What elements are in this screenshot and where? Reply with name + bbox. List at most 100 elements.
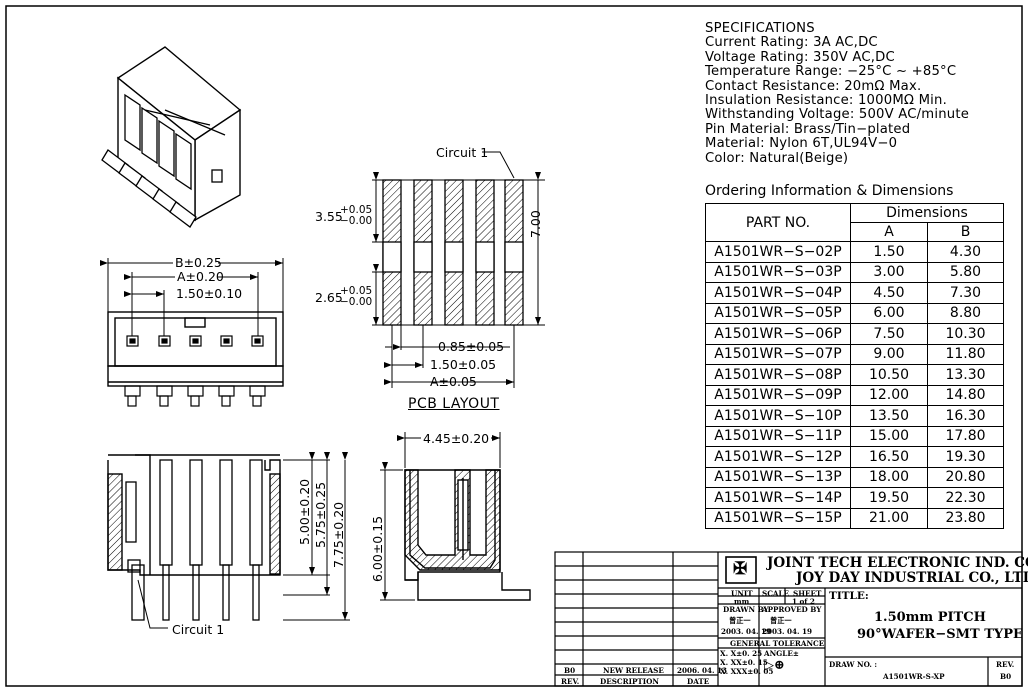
company-name-1: JOINT TECH ELECTRONIC IND. CO., LTD. <box>767 555 1028 571</box>
dim-pad-width-label: 0.85±0.05 <box>438 339 505 354</box>
dim-a-cell: 15.00 <box>850 425 928 447</box>
dim-a-cell: 13.50 <box>850 405 928 427</box>
angle-label: ANGLE± <box>764 649 799 658</box>
spec-line: Pin Material: Brass/Tin−plated <box>705 121 911 137</box>
dim-b-cell: 8.80 <box>927 302 1004 324</box>
col-rev-header: REV. <box>561 677 580 686</box>
front-view-labels <box>173 255 218 284</box>
tolerance-1: X. X±0. 25 <box>720 649 763 658</box>
isometric-view <box>101 46 242 228</box>
dim-a-cell: 9.00 <box>850 343 928 365</box>
dim-a-cell: 16.50 <box>850 446 928 468</box>
sheet-value: 1 of 2 <box>792 597 815 606</box>
general-tolerance-label: GENERAL TOLERANCE <box>730 639 825 648</box>
spec-line: Voltage Rating: 350V AC,DC <box>705 49 895 65</box>
dim-pad-top-minus: −0.00 <box>340 215 373 227</box>
dim-b-cell: 20.80 <box>927 466 1004 488</box>
dim-b-cell: 13.30 <box>927 364 1004 386</box>
part-number-cell: A1501WR−S−11P <box>705 425 851 447</box>
unit-value: mm <box>734 597 750 606</box>
drawn-by-name: 曾正一 <box>729 616 751 625</box>
rev-row-rev: B0 <box>564 666 576 675</box>
sheet-border <box>5 5 1023 687</box>
spec-line: Temperature Range: −25°C ~ +85°C <box>705 64 957 80</box>
drawing-number-label: DRAW NO. : <box>829 660 878 669</box>
approved-date: 2003. 04. 19 <box>762 627 813 636</box>
revision-label: REV. <box>996 660 1015 669</box>
dim-b-cell: 19.30 <box>927 446 1004 468</box>
dim-b-cell: 11.80 <box>927 343 1004 365</box>
dim-h575-label: 5.75±0.25 <box>313 481 328 548</box>
spec-line: Insulation Resistance: 1000MΩ Min. <box>705 93 947 109</box>
part-number-cell: A1501WR−S−05P <box>705 302 851 324</box>
col-date-header: DATE <box>687 677 710 686</box>
spec-line: Contact Resistance: 20mΩ Max. <box>705 78 922 94</box>
company-logo-icon: ✠ <box>733 559 748 579</box>
ordering-title: Ordering Information & Dimensions <box>705 183 954 199</box>
part-number-cell: A1501WR−S−03P <box>705 261 851 283</box>
dim-a-front-label: A±0.20 <box>177 269 224 284</box>
dim-a-cell: 7.50 <box>850 323 928 345</box>
pcb-layout <box>372 151 545 388</box>
dim-a-cell: 10.50 <box>850 364 928 386</box>
rev-row-description: NEW RELEASE <box>603 666 664 675</box>
circuit1-top-label: Circuit 1 <box>436 145 489 160</box>
dim-b-cell: 16.30 <box>927 405 1004 427</box>
dim-pad-a-label: A±0.05 <box>430 374 477 389</box>
title-block-grid <box>554 551 1023 687</box>
dim-a-cell: 6.00 <box>850 302 928 324</box>
section-view <box>107 452 350 629</box>
col-description-header: DESCRIPTION <box>600 677 659 686</box>
tolerance-3: X. XXX±0. 05 <box>720 667 774 676</box>
dim-b-cell: 17.80 <box>927 425 1004 447</box>
dim-a-cell: 3.00 <box>850 261 928 283</box>
dim-a-cell: 12.00 <box>850 384 928 406</box>
dim-a-cell: 4.50 <box>850 282 928 304</box>
scale-label: SCALE <box>762 589 790 598</box>
tolerance-2: X. XX±0. 15 <box>720 658 768 667</box>
spec-title: SPECIFICATIONS <box>705 21 815 36</box>
title-line-2: 90°WAFER−SMT TYPE <box>857 627 1023 642</box>
dim-side-width-label: 4.45±0.20 <box>421 431 492 446</box>
part-number-cell: A1501WR−S−07P <box>705 343 851 365</box>
part-number-cell: A1501WR−S−10P <box>705 405 851 427</box>
spec-line: Current Rating: 3A AC,DC <box>705 35 878 51</box>
dim-b-cell: 23.80 <box>927 507 1004 529</box>
dim-pad-bottom-minus: −0.00 <box>340 296 373 308</box>
pcb-layout-title: PCB LAYOUT <box>408 396 500 412</box>
header-dimensions: Dimensions <box>850 203 1004 223</box>
rev-row-date: 2006. 04. 13 <box>677 666 728 675</box>
header-a: A <box>850 222 928 242</box>
dim-h775-label: 7.75±0.20 <box>331 501 346 568</box>
part-number-cell: A1501WR−S−12P <box>705 446 851 468</box>
dim-a-cell: 21.00 <box>850 507 928 529</box>
part-number-cell: A1501WR−S−02P <box>705 241 851 263</box>
part-number-cell: A1501WR−S−08P <box>705 364 851 386</box>
dim-overall-label: 7.00 <box>528 210 543 238</box>
dim-pad-top-value: 3.55 <box>315 209 343 224</box>
spec-line: Color: Natural(Beige) <box>705 150 849 166</box>
specifications-block: SPECIFICATIONS Current Rating: 3A AC,DC … <box>705 21 969 166</box>
spec-line: Material: Nylon 6T,UL94V−0 <box>705 136 898 152</box>
part-number-cell: A1501WR−S−06P <box>705 323 851 345</box>
part-number-cell: A1501WR−S−14P <box>705 487 851 509</box>
side-view <box>380 432 531 601</box>
title-line-1: 1.50mm PITCH <box>874 610 986 625</box>
company-name-2: JOY DAY INDUSTRIAL CO., LTD. <box>796 570 1028 586</box>
dim-pad-top-plus: +0.05 <box>340 204 373 216</box>
